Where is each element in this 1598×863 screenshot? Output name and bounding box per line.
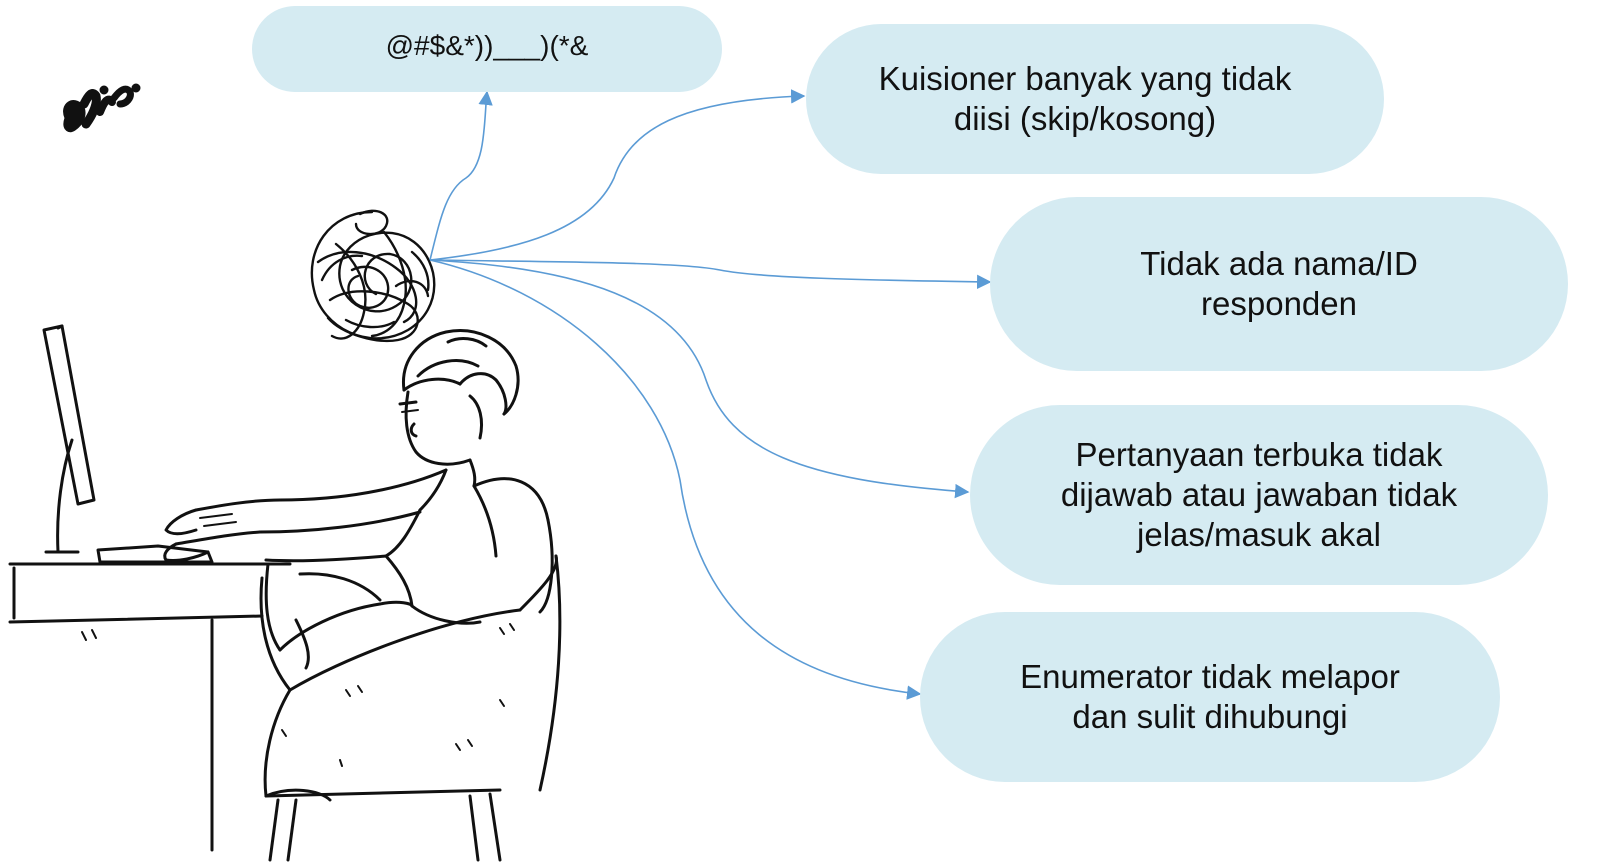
arrow-to-issue-4 <box>429 259 922 700</box>
issue-text: Kuisioner banyak yang tidak diisi (skip/… <box>878 59 1292 137</box>
issue-bubble-open-question-unanswered: Pertanyaan terbuka tidak dijawab atau ja… <box>970 405 1548 585</box>
issue-text: Pertanyaan terbuka tidak dijawab atau ja… <box>1060 435 1458 554</box>
tangled-scribble-thought-icon <box>310 209 436 343</box>
arrow-to-issue-3 <box>429 259 970 499</box>
arrow-to-issue-1 <box>429 89 806 261</box>
issue-bubble-enumerator-unreachable: Enumerator tidak melapor dan sulit dihub… <box>920 612 1500 782</box>
arrows <box>429 89 992 700</box>
arrow-to-thought <box>429 90 493 261</box>
issue-bubble-skipped-questionnaire: Kuisioner banyak yang tidak diisi (skip/… <box>806 24 1384 174</box>
arrow-to-issue-2 <box>429 259 992 289</box>
person-at-computer-illustration <box>8 324 562 862</box>
issue-text: Enumerator tidak melapor dan sulit dihub… <box>1020 657 1400 735</box>
thought-text: @#$&*))___)(*& <box>385 29 589 61</box>
issue-bubble-missing-respondent-id: Tidak ada nama/ID responden <box>990 197 1568 371</box>
thought-bubble: @#$&*))___)(*& <box>252 6 722 92</box>
handwritten-logo-icon <box>63 83 141 133</box>
issue-text: Tidak ada nama/ID responden <box>1140 244 1418 322</box>
